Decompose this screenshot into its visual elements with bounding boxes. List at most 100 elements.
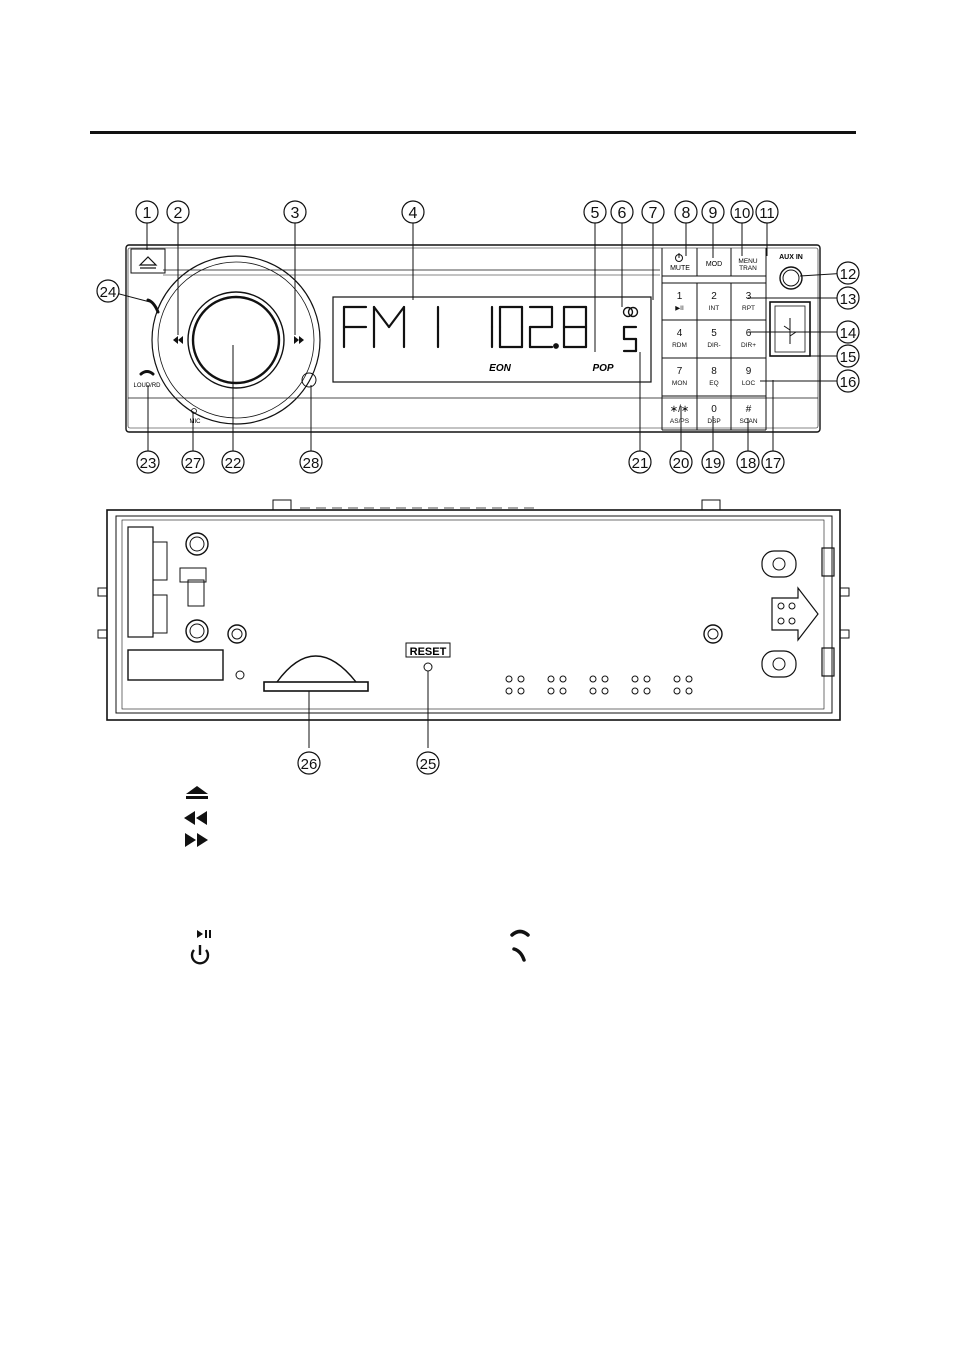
key-number: 2 bbox=[711, 291, 717, 302]
callout-28: 28 bbox=[299, 385, 323, 474]
callout-25: 25 bbox=[416, 751, 440, 775]
svg-text:15: 15 bbox=[840, 349, 857, 366]
key-function: MON bbox=[672, 380, 687, 387]
eject-button[interactable] bbox=[138, 256, 158, 269]
callout-7: 7 bbox=[641, 200, 665, 300]
callout-5: 5 bbox=[583, 200, 607, 352]
key-number: 7 bbox=[677, 366, 683, 377]
key-number: ∗/∗ bbox=[670, 404, 690, 415]
key-number: 6 bbox=[746, 328, 752, 339]
mic-label: MIC bbox=[190, 419, 202, 425]
svg-text:4: 4 bbox=[409, 205, 418, 222]
svg-text:11: 11 bbox=[759, 205, 775, 222]
mute-button[interactable]: MUTE bbox=[670, 253, 690, 272]
ir-sensor bbox=[301, 372, 317, 388]
lcd-band-char bbox=[372, 305, 406, 349]
callout-15: 15 bbox=[795, 344, 860, 368]
callout-8: 8 bbox=[674, 200, 698, 256]
hang-up-button[interactable]: LOUD/RD bbox=[133, 370, 161, 390]
svg-text:18: 18 bbox=[740, 455, 757, 472]
lcd-preset-digit bbox=[622, 325, 638, 353]
svg-text:25: 25 bbox=[420, 756, 437, 773]
svg-text:10: 10 bbox=[734, 205, 751, 222]
svg-text:2: 2 bbox=[174, 205, 183, 222]
lcd-freq-digit bbox=[562, 305, 588, 349]
svg-text:22: 22 bbox=[225, 455, 242, 472]
tran-label: TRAN bbox=[739, 265, 757, 272]
decimal-point bbox=[553, 343, 559, 349]
pop-indicator: POP bbox=[592, 363, 613, 374]
lcd-freq-digit bbox=[498, 305, 524, 349]
keypad-key-12[interactable]: #SCAN bbox=[739, 404, 757, 425]
aux-in-jack[interactable]: AUX IN bbox=[779, 254, 803, 290]
key-function: EQ bbox=[709, 380, 718, 387]
keypad-key-10[interactable]: ∗/∗AS/PS bbox=[670, 404, 690, 425]
mute-label: MUTE bbox=[670, 265, 690, 272]
eject-icon bbox=[186, 786, 208, 799]
keypad-key-8[interactable]: 8EQ bbox=[709, 366, 718, 387]
key-function: DIR- bbox=[707, 342, 720, 349]
svg-text:21: 21 bbox=[632, 455, 649, 472]
key-function: DIR+ bbox=[741, 342, 756, 349]
callout-6: 6 bbox=[610, 200, 634, 307]
svg-text:1: 1 bbox=[143, 205, 152, 222]
svg-text:9: 9 bbox=[709, 205, 718, 222]
lcd-band-char bbox=[342, 305, 368, 349]
key-function: ▶II bbox=[675, 305, 684, 312]
callout-20: 20 bbox=[669, 406, 693, 474]
svg-text:19: 19 bbox=[705, 455, 722, 472]
eon-indicator: EON bbox=[489, 363, 511, 374]
key-number: 9 bbox=[746, 366, 752, 377]
svg-text:20: 20 bbox=[673, 455, 690, 472]
header-rule bbox=[90, 131, 856, 134]
callout-13: 13 bbox=[748, 286, 860, 310]
svg-text:16: 16 bbox=[840, 374, 857, 391]
mod-button[interactable]: MOD bbox=[706, 261, 722, 268]
callout-16: 16 bbox=[760, 369, 860, 393]
lcd-display: EON POP bbox=[332, 296, 652, 383]
volume-knob[interactable] bbox=[151, 255, 321, 425]
menu-button[interactable]: MENU TRAN bbox=[738, 258, 757, 272]
key-function: DSP bbox=[707, 418, 720, 425]
callout-26: 26 bbox=[297, 751, 321, 775]
keypad-key-1[interactable]: 1 ▶II bbox=[675, 291, 684, 312]
answer-call-legend-icon bbox=[512, 947, 526, 962]
mod-label: MOD bbox=[706, 261, 722, 268]
svg-text:12: 12 bbox=[840, 266, 857, 283]
callout-9: 9 bbox=[701, 200, 725, 258]
rewind-icon bbox=[173, 336, 183, 344]
callout-21: 21 bbox=[628, 352, 652, 474]
key-number: 1 bbox=[677, 291, 683, 302]
reset-label: RESET bbox=[410, 646, 447, 658]
key-number: # bbox=[746, 404, 752, 415]
key-number: 5 bbox=[711, 328, 717, 339]
callout-17: 17 bbox=[761, 380, 785, 474]
callout-24: 24 bbox=[96, 279, 151, 303]
svg-text:24: 24 bbox=[100, 284, 117, 301]
key-function: INT bbox=[709, 305, 720, 312]
key-number: 4 bbox=[677, 328, 683, 339]
callout-27: 27 bbox=[181, 412, 205, 474]
key-function: RPT bbox=[742, 305, 755, 312]
callout-1: 1 bbox=[135, 200, 159, 250]
play-pause-icon bbox=[197, 930, 211, 938]
loud-label: LOUD/RD bbox=[133, 383, 161, 389]
callout-12: 12 bbox=[799, 261, 860, 285]
callout-2: 2 bbox=[166, 200, 190, 335]
key-number: 0 bbox=[711, 404, 717, 415]
usb-port[interactable] bbox=[769, 301, 811, 357]
callout-4: 4 bbox=[401, 200, 425, 300]
front-panel bbox=[125, 244, 821, 433]
aux-label: AUX IN bbox=[779, 254, 803, 261]
fast-forward-legend-icon bbox=[185, 833, 208, 847]
key-function: RDM bbox=[672, 342, 687, 349]
